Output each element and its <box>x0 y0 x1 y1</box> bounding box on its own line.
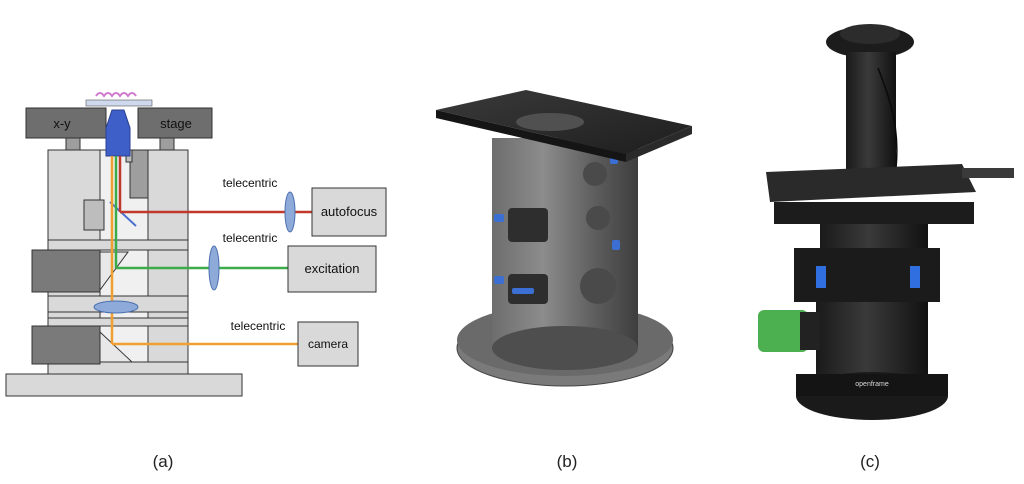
photo-base-side <box>796 374 948 396</box>
tower-bottom <box>492 326 638 370</box>
port-3 <box>583 162 607 186</box>
plate-3 <box>47 317 189 327</box>
stage-lower <box>774 202 974 224</box>
tube-lens <box>93 300 139 314</box>
brand-label: openframe <box>855 381 889 388</box>
green-camera-body <box>800 312 820 350</box>
cable <box>877 67 898 169</box>
port-1 <box>508 208 548 242</box>
top-mount-ring <box>840 24 900 44</box>
photo-panel: openframe <box>758 24 1014 420</box>
bolt-3 <box>512 288 534 294</box>
top-plate-edge <box>436 110 626 162</box>
base-plate <box>5 373 243 397</box>
excitation-box <box>287 245 377 293</box>
stage-block-right <box>137 107 213 139</box>
cad-render-panel <box>436 90 692 387</box>
dichroic-camera <box>99 330 134 363</box>
stage-plate <box>766 164 976 202</box>
caption-a: (a) <box>152 452 174 471</box>
caption-c: (c) <box>860 452 880 471</box>
schematic-panel: x-y stage telecentric telecentric telece… <box>5 92 387 397</box>
stage-post-left <box>65 137 81 151</box>
autofocus-lens <box>284 191 296 233</box>
green-camera <box>758 310 808 352</box>
specimen-icon <box>95 92 137 98</box>
stage-label-left: x-y <box>53 116 71 131</box>
stage-arm <box>962 168 1014 178</box>
right-column <box>147 149 189 375</box>
autofocus-mirror <box>109 201 137 227</box>
excitation-lens <box>208 245 220 291</box>
lower-body <box>816 302 928 374</box>
top-plate-edge-right <box>626 126 692 162</box>
telecentric-label-1: telecentric <box>223 176 278 190</box>
top-plate-hole <box>516 113 584 131</box>
camera-box <box>297 321 359 367</box>
camera-label: camera <box>308 337 348 351</box>
upper-column <box>846 52 896 176</box>
caption-b: (b) <box>556 452 578 471</box>
excitation-label: excitation <box>305 261 360 276</box>
dichroic-excitation <box>99 251 129 292</box>
port-4 <box>586 206 610 230</box>
plate-1 <box>47 239 189 251</box>
stage-label-right: stage <box>160 116 192 131</box>
excitation-filter-block <box>31 249 101 293</box>
camera-filter-block <box>31 325 101 365</box>
bolt-1 <box>494 214 504 222</box>
telecentric-label-2: telecentric <box>223 231 278 245</box>
bolt-5 <box>612 240 620 250</box>
autofocus-label: autofocus <box>321 204 378 219</box>
filter-clip-2 <box>910 266 920 288</box>
objective-icon <box>105 109 131 157</box>
stage-plate <box>85 99 153 107</box>
bolt-2 <box>494 276 504 284</box>
autofocus-box <box>311 187 387 237</box>
autofocus-mount <box>83 199 105 231</box>
main-body <box>820 224 928 250</box>
objective-mount <box>129 149 149 199</box>
telecentric-label-3: telecentric <box>231 319 286 333</box>
port-5 <box>580 268 616 304</box>
stage-post-right <box>159 137 175 151</box>
filter-clip-1 <box>816 266 826 288</box>
